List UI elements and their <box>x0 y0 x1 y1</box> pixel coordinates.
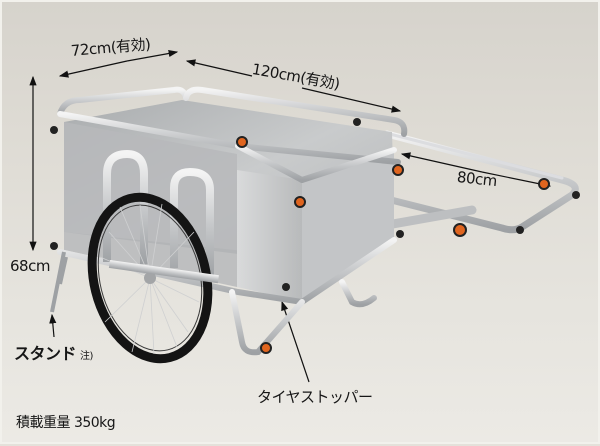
wheel <box>87 192 219 364</box>
height-dimension-label: 68cm <box>10 257 50 275</box>
knobs <box>50 118 580 354</box>
stand-note: 注) <box>80 351 93 362</box>
load-capacity-spec: 積載重量 350kg <box>16 415 116 431</box>
stand-label: スタンド <box>14 344 77 363</box>
tire-stopper-callout: タイヤストッパー <box>257 388 373 406</box>
stand-callout: スタンド注) <box>14 340 93 364</box>
stand <box>50 251 68 313</box>
